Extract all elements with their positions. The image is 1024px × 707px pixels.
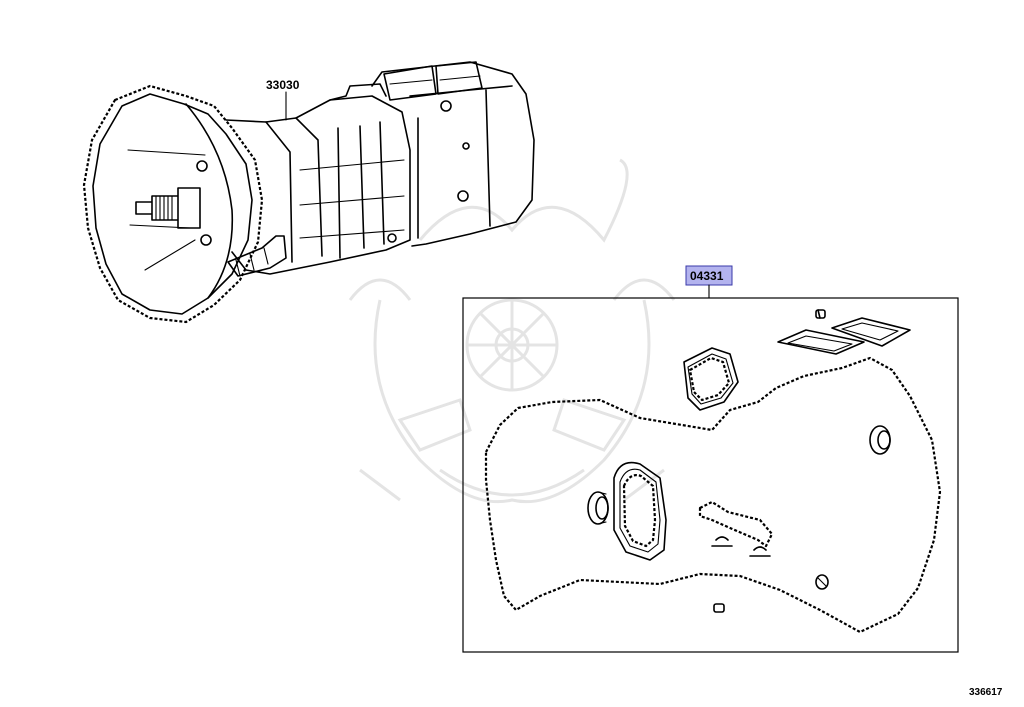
part-label-04331[interactable]: 04331 — [685, 265, 733, 286]
part-label-04331-text[interactable]: 04331 — [690, 269, 724, 283]
watermark-emblem-icon — [348, 158, 676, 504]
gasket-kit-drawing-icon — [484, 309, 942, 634]
part-label-33030[interactable]: 33030 — [266, 78, 300, 92]
transmission-drawing-icon — [82, 61, 535, 324]
gasket-kit-box — [462, 297, 959, 653]
diagram-id: 336617 — [969, 687, 1003, 698]
